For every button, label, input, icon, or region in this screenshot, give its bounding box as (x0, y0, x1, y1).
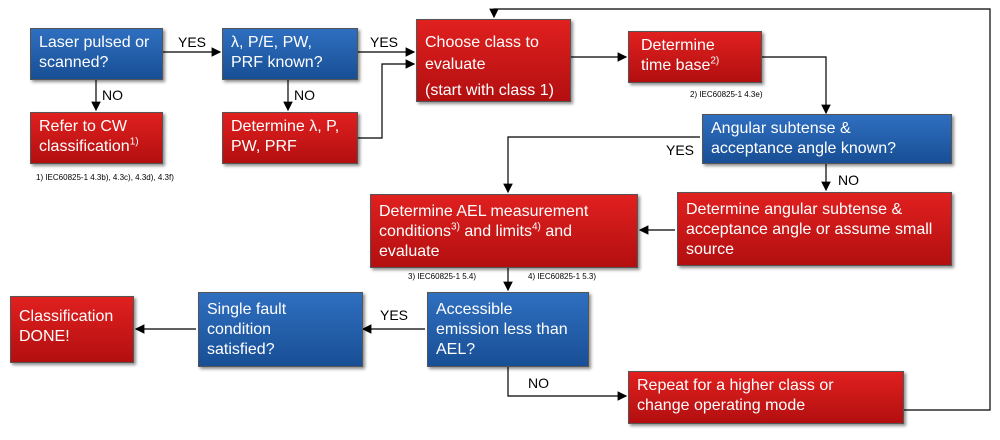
arrow-angular-to-ael (503, 136, 700, 194)
box-params-known: λ, P/E, PW, PRF known? (222, 28, 358, 80)
box-laser-pulsed-line1: Laser pulsed or (39, 34, 150, 51)
label-yes-params: YES (370, 34, 399, 50)
box-choose-class-line2: evaluate (425, 56, 486, 73)
box-cw-line1: Refer to CW (39, 118, 128, 135)
label-no-angular: NO (838, 172, 859, 188)
box-accessible-line3: AEL? (436, 341, 476, 358)
box-determine-angular-line3: source (686, 241, 735, 258)
arrow-accessible-to-repeat (507, 367, 628, 401)
box-done-line1: Classification (19, 308, 114, 325)
box-classification-done: Classification DONE! (10, 296, 134, 363)
footnote-ref-3: 3) (451, 221, 460, 233)
box-time-base: Determine time base2) (628, 31, 762, 83)
box-time-base-line1: Determine (641, 37, 715, 54)
box-repeat-line1: Repeat for a higher class or (637, 377, 834, 394)
footnote-4: 4) IEC60825-1 5.3) (528, 272, 597, 281)
box-angular-known-line1: Angular subtense & (711, 120, 851, 137)
label-no-params: NO (294, 87, 315, 103)
box-single-fault-line3: satisfied? (207, 341, 275, 358)
arrow-determine-to-choose (358, 59, 416, 139)
box-determine-angular: Determine angular subtense & acceptance … (677, 192, 952, 266)
box-accessible-emission: Accessible emission less than AEL? (427, 292, 589, 367)
box-accessible-line1: Accessible (436, 301, 513, 318)
box-determine-params-line1: Determine λ, P, (231, 118, 340, 135)
box-repeat-line2: change operating mode (637, 397, 806, 414)
box-done-line2: DONE! (19, 328, 70, 345)
box-choose-class-line3: (start with class 1) (425, 82, 554, 99)
box-params-known-line2: PRF known? (231, 54, 323, 71)
footnote-ref-1: 1) (129, 136, 139, 148)
box-ael-line2: conditions3) and limits4) and (379, 221, 573, 240)
label-no-accessible: NO (528, 375, 549, 391)
box-repeat-higher-class: Repeat for a higher class or change oper… (628, 371, 904, 424)
footnote-ref-2: 2) (710, 55, 720, 67)
box-cw-line2: classification1) (39, 136, 139, 155)
box-single-fault-line1: Single fault (207, 301, 287, 318)
arrow-timebase-to-angular (762, 56, 831, 115)
label-yes-pulsed: YES (178, 34, 207, 50)
box-choose-class: Choose class to evaluate (start with cla… (416, 19, 571, 102)
footnote-1: 1) IEC60825-1 4.3b), 4.3c), 4.3d), 4.3f) (36, 173, 174, 182)
label-yes-angular: YES (666, 142, 695, 158)
box-ael-line3: evaluate (379, 243, 440, 260)
box-single-fault-line2: condition (207, 321, 272, 338)
arrow-repeat-to-choose (489, 8, 991, 411)
footnote-ref-4: 4) (531, 221, 541, 233)
footnote-2: 2) IEC60825-1 4.3e) (690, 90, 763, 99)
box-accessible-line2: emission less than (436, 321, 568, 338)
label-yes-accessible: YES (380, 307, 409, 323)
box-time-base-line2: time base2) (641, 55, 720, 74)
box-laser-pulsed: Laser pulsed or scanned? (30, 28, 163, 80)
box-determine-angular-line2: acceptance angle or assume small (686, 221, 933, 238)
box-angular-known: Angular subtense & acceptance angle know… (702, 114, 952, 164)
box-determine-params: Determine λ, P, PW, PRF (222, 112, 358, 164)
box-choose-class-line1: Choose class to (425, 34, 539, 51)
label-no-pulsed: NO (102, 87, 123, 103)
footnote-3: 3) IEC60825-1 5.4) (408, 272, 477, 281)
box-determine-angular-line1: Determine angular subtense & (686, 201, 903, 218)
box-cw-classification: Refer to CW classification1) (30, 112, 163, 164)
box-ael-measurement: Determine AEL measurement conditions3) a… (370, 194, 638, 268)
box-determine-params-line2: PW, PRF (231, 138, 297, 155)
box-single-fault: Single fault condition satisfied? (198, 292, 363, 367)
box-params-known-line1: λ, P/E, PW, (231, 34, 312, 51)
box-laser-pulsed-line2: scanned? (39, 54, 109, 71)
box-angular-known-line2: acceptance angle known? (711, 140, 897, 157)
box-ael-line1: Determine AEL measurement (379, 203, 589, 220)
